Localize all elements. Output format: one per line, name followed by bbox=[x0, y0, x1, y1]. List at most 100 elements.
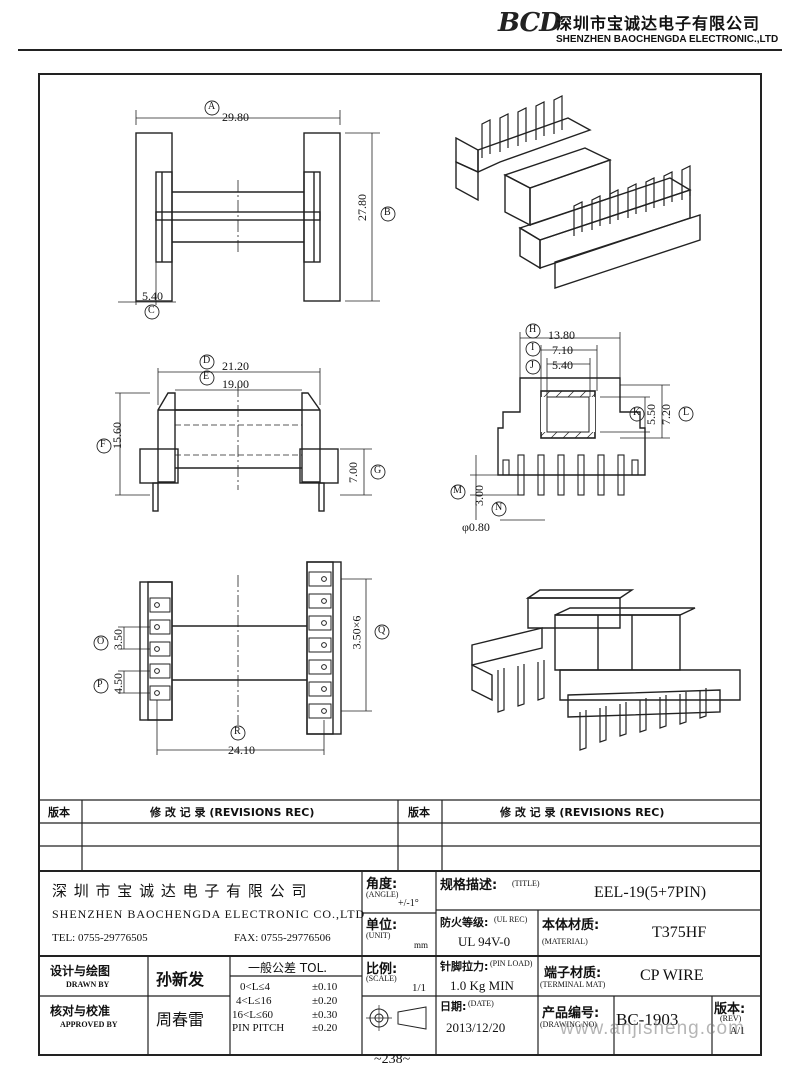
dim-k: 5.50 bbox=[644, 404, 658, 425]
marker-p: P bbox=[97, 679, 103, 690]
ul-label: 防火等级: bbox=[440, 916, 489, 929]
bottom-view bbox=[118, 561, 372, 755]
dim-d: 21.20 bbox=[222, 359, 249, 373]
dim-r: 24.10 bbox=[228, 743, 255, 757]
date-label-en: (DATE) bbox=[468, 999, 494, 1008]
side-view bbox=[470, 332, 670, 521]
pinload-label-en: (PIN LOAD) bbox=[490, 959, 533, 968]
dim-i: 7.10 bbox=[552, 343, 573, 357]
drawn-name: 孙新发 bbox=[156, 970, 205, 989]
material-label-en: (MATERIAL) bbox=[542, 937, 588, 946]
dim-l: 7.20 bbox=[659, 404, 673, 425]
dim-j: 5.40 bbox=[552, 358, 573, 372]
dim-b: 27.80 bbox=[355, 194, 369, 221]
drawno-label: 产品编号: bbox=[542, 1006, 600, 1021]
scale-label-en: (SCALE) bbox=[366, 974, 397, 983]
rev-value: A/1 bbox=[730, 1026, 745, 1037]
top-view bbox=[118, 110, 380, 305]
dim-n: φ0.80 bbox=[462, 520, 490, 534]
marker-o: O bbox=[97, 636, 105, 647]
terminal-label: 端子材质: bbox=[544, 966, 602, 981]
marker-i: I bbox=[531, 342, 535, 353]
rev-label-en: (REV) bbox=[720, 1014, 742, 1023]
page-number: ~238~ bbox=[374, 1052, 411, 1067]
marker-q: Q bbox=[378, 625, 386, 636]
angle-label: 角度: bbox=[366, 877, 398, 892]
drawno-label-en: (DRAWING NO) bbox=[540, 1020, 597, 1029]
tol-val-0: ±0.10 bbox=[312, 981, 338, 993]
dim-a: 29.80 bbox=[222, 110, 249, 124]
scale-value: 1/1 bbox=[412, 982, 427, 994]
marker-c: C bbox=[148, 305, 155, 316]
ul-label-en: (UL REC) bbox=[494, 915, 528, 924]
marker-m: M bbox=[453, 485, 462, 496]
approved-label: 核对与校准 bbox=[50, 1004, 111, 1018]
marker-b: B bbox=[384, 207, 391, 218]
header-rule bbox=[18, 49, 782, 51]
marker-k: K bbox=[633, 407, 641, 418]
angle-label-en: (ANGLE) bbox=[366, 890, 399, 899]
approved-label-en: APPROVED BY bbox=[60, 1020, 118, 1029]
tol-val-2: ±0.30 bbox=[312, 1009, 338, 1021]
marker-g: G bbox=[374, 465, 382, 476]
date-label: 日期: bbox=[440, 1000, 467, 1013]
dim-c: 5.40 bbox=[142, 289, 163, 303]
tolerance-title: 一般公差 TOL. bbox=[248, 961, 328, 975]
marker-n: N bbox=[495, 502, 503, 513]
dim-p: 4.50 bbox=[111, 673, 125, 694]
rev-col-right: 版本 bbox=[408, 806, 430, 819]
watermark: www.anjisheng.com bbox=[560, 1018, 745, 1039]
tb-company-cn: 深 圳 市 宝 诚 达 电 子 有 限 公 司 bbox=[52, 882, 308, 900]
material-label: 本体材质: bbox=[542, 918, 600, 933]
marker-r: R bbox=[234, 726, 241, 737]
scale-label: 比例: bbox=[366, 962, 398, 977]
company-logo: BCD bbox=[498, 8, 562, 38]
dim-g: 7.00 bbox=[346, 462, 360, 483]
angle-value: +/-1° bbox=[398, 898, 419, 909]
marker-f: F bbox=[100, 439, 106, 450]
rec-col-left: 修 改 记 录 (REVISIONS REC) bbox=[150, 806, 315, 819]
dim-q: 3.50×6 bbox=[349, 615, 364, 650]
drawn-label: 设计与绘图 bbox=[50, 964, 111, 978]
dim-m: 3.00 bbox=[472, 485, 486, 506]
terminal-value: CP WIRE bbox=[640, 967, 704, 984]
pinload-value: 1.0 Kg MIN bbox=[450, 978, 514, 993]
tol-range-0: 0<L≤4 bbox=[240, 981, 270, 993]
ul-value: UL 94V-0 bbox=[458, 934, 511, 949]
tol-val-1: ±0.20 bbox=[312, 995, 338, 1007]
marker-d: D bbox=[203, 355, 211, 366]
marker-l: L bbox=[683, 407, 690, 418]
tol-range-1: 4<L≤16 bbox=[236, 995, 272, 1007]
tb-company-en: SHENZHEN BAOCHENGDA ELECTRONIC CO.,LTD bbox=[52, 907, 366, 921]
front-view bbox=[115, 368, 372, 512]
date-value: 2013/12/20 bbox=[446, 1020, 506, 1035]
isometric-pins-1 bbox=[481, 95, 691, 236]
terminal-label-en: (TERMINAL MAT) bbox=[540, 980, 606, 989]
header-company-cn: 深圳市宝诚达电子有限公司 bbox=[556, 14, 761, 33]
rev-col-left: 版本 bbox=[48, 806, 70, 819]
unit-label: 单位: bbox=[366, 918, 398, 933]
tb-tel: TEL: 0755-29776505 bbox=[52, 932, 148, 944]
drawn-label-en: DRAWN BY bbox=[66, 980, 110, 989]
marker-a: A bbox=[208, 101, 216, 112]
rev-label: 版本: bbox=[714, 1002, 746, 1017]
drawing-frame bbox=[38, 73, 762, 1056]
tol-val-3: ±0.20 bbox=[312, 1022, 338, 1034]
approved-name: 周春雷 bbox=[156, 1010, 205, 1029]
rec-col-right: 修 改 记 录 (REVISIONS REC) bbox=[500, 806, 665, 819]
title-label-en: (TITLE) bbox=[512, 879, 540, 888]
dim-o: 3.50 bbox=[111, 629, 125, 650]
material-value: T375HF bbox=[652, 924, 707, 941]
marker-h: H bbox=[529, 324, 537, 335]
pinload-label: 针脚拉力: bbox=[440, 960, 489, 973]
title-label: 规格描述: bbox=[440, 878, 498, 893]
isometric-view-2 bbox=[471, 589, 741, 751]
dim-e: 19.00 bbox=[222, 377, 249, 391]
isometric-view-1 bbox=[455, 95, 701, 289]
marker-j: J bbox=[530, 360, 534, 371]
dim-f: 15.60 bbox=[110, 422, 124, 449]
unit-label-en: (UNIT) bbox=[366, 931, 391, 940]
tol-range-3: PIN PITCH bbox=[232, 1022, 285, 1034]
isometric-pins-2 bbox=[497, 660, 707, 751]
